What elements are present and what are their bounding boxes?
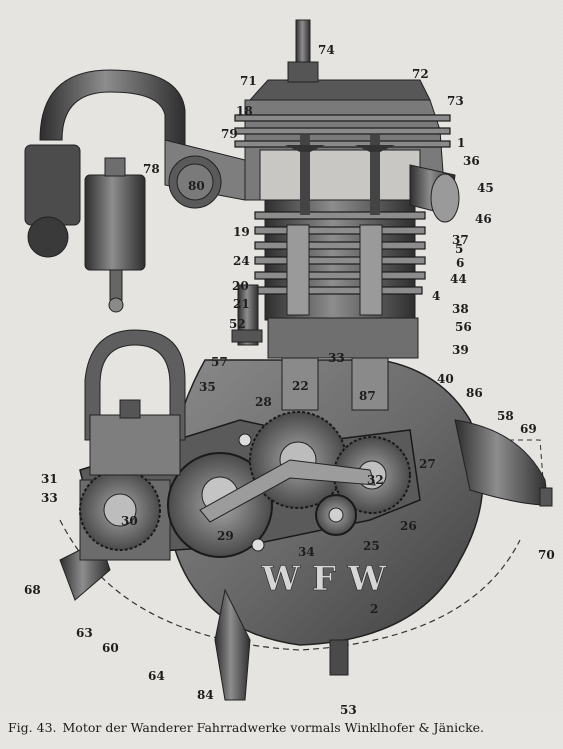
ref-label-53: 53	[340, 703, 357, 717]
ref-label-6: 6	[456, 256, 465, 270]
ref-label-56: 56	[455, 320, 472, 334]
ref-label-57: 57	[211, 355, 228, 369]
ref-label-33a: 33	[328, 351, 345, 365]
wfw-emblem: WFW	[261, 559, 399, 599]
ref-label-19: 19	[233, 225, 250, 239]
ref-label-26: 26	[400, 519, 417, 533]
ref-label-38: 38	[452, 302, 469, 316]
ref-label-37: 37	[452, 233, 469, 247]
ref-label-32: 32	[367, 473, 384, 487]
ref-label-31: 31	[41, 472, 58, 486]
ref-label-33b: 33	[41, 491, 58, 505]
ref-label-46: 46	[475, 212, 492, 226]
figure-number: Fig. 43.	[8, 720, 57, 735]
ref-label-68: 68	[24, 583, 41, 597]
ref-label-24: 24	[233, 254, 250, 268]
cylinder	[254, 199, 426, 411]
ref-label-1: 1	[457, 136, 466, 150]
ref-label-30: 30	[121, 514, 138, 528]
ref-label-86: 86	[466, 386, 483, 400]
ref-label-60: 60	[102, 641, 119, 655]
ref-label-58: 58	[497, 409, 514, 423]
ref-label-34: 34	[298, 545, 315, 559]
ref-label-4: 4	[432, 289, 441, 303]
ref-label-71: 71	[240, 74, 257, 88]
ref-label-35: 35	[199, 380, 216, 394]
ref-label-79: 79	[221, 127, 238, 141]
ref-label-28: 28	[255, 395, 272, 409]
figure-caption: Fig. 43. Motor der Wanderer Fahrradwerke …	[8, 720, 558, 735]
ref-label-2: 2	[370, 602, 379, 616]
ref-label-80: 80	[188, 179, 205, 193]
ref-label-52: 52	[229, 317, 246, 331]
ref-label-45: 45	[477, 181, 494, 195]
ref-label-22: 22	[292, 379, 309, 393]
ref-label-70: 70	[538, 548, 555, 562]
ref-label-25: 25	[363, 539, 380, 553]
ref-label-36: 36	[463, 154, 480, 168]
ref-label-29: 29	[217, 529, 234, 543]
ref-label-74: 74	[318, 43, 335, 57]
cylinder-head	[234, 19, 460, 223]
ref-label-63: 63	[76, 626, 93, 640]
ref-label-18: 18	[236, 104, 253, 118]
carburettor	[24, 69, 246, 313]
ref-label-64: 64	[148, 669, 165, 683]
ref-label-21: 21	[233, 297, 250, 311]
ref-label-87: 87	[359, 389, 376, 403]
magneto	[84, 329, 186, 476]
gear-train	[79, 411, 411, 558]
ref-label-69: 69	[520, 422, 537, 436]
ref-label-5: 5	[455, 242, 464, 256]
ref-label-27: 27	[419, 457, 436, 471]
ref-label-40: 40	[437, 372, 454, 386]
ref-label-39: 39	[452, 343, 469, 357]
ref-label-72: 72	[412, 67, 429, 81]
ref-label-73: 73	[447, 94, 464, 108]
figure-caption-text: Motor der Wanderer Fahrradwerke vormals …	[62, 720, 485, 735]
ref-label-20: 20	[232, 279, 249, 293]
ref-label-44: 44	[450, 272, 467, 286]
ref-label-84: 84	[197, 688, 214, 702]
ref-label-78: 78	[143, 162, 160, 176]
